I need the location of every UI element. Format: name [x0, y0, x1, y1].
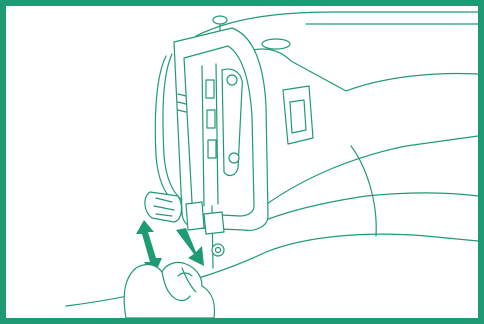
presser-bar	[186, 202, 204, 230]
needle-clamp-screw	[212, 244, 224, 256]
hook-unit	[145, 192, 182, 222]
sewing-machine-illustration	[6, 6, 478, 318]
take-up-lever-pivot	[227, 75, 237, 85]
machine-arm-base	[256, 193, 478, 224]
top-knob	[213, 16, 227, 24]
hand	[124, 262, 214, 318]
dial-top	[262, 39, 290, 49]
arm-slot-inner	[290, 100, 306, 133]
lower-pivot	[229, 153, 239, 163]
needle-clamp	[204, 212, 224, 234]
arm-slot	[283, 86, 313, 144]
pointing-arrow	[176, 228, 204, 266]
machine-arm-curve	[236, 49, 478, 91]
